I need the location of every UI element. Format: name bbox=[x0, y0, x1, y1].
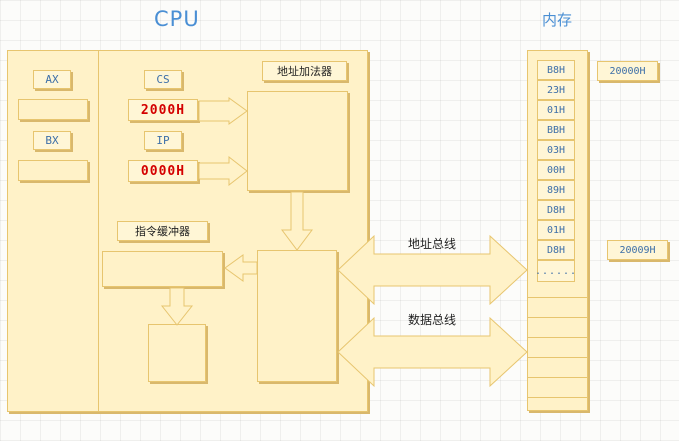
cpu-divider bbox=[98, 50, 99, 412]
cpu-title: CPU bbox=[154, 7, 200, 31]
data-bus-arrow bbox=[337, 316, 528, 388]
memory-cell-1: 23H bbox=[537, 80, 575, 100]
memory-cell-2: 01H bbox=[537, 100, 575, 120]
memory-end-address: 20009H bbox=[607, 240, 668, 260]
memory-cell-8: 01H bbox=[537, 220, 575, 240]
address-adder-label: 地址加法器 bbox=[262, 61, 347, 81]
address-adder bbox=[247, 91, 348, 191]
io-control bbox=[257, 250, 337, 382]
memory-cell-9: D8H bbox=[537, 240, 575, 260]
memory-cell-5: 00H bbox=[537, 160, 575, 180]
arrow-cs-to-adder bbox=[198, 97, 248, 125]
register-ax-value bbox=[18, 99, 88, 120]
arrow-ip-to-adder bbox=[198, 155, 248, 187]
memory-cells: B8H 23H 01H BBH 03H 00H 89H D8H 01H D8H … bbox=[535, 60, 576, 282]
memory-cell-0: B8H bbox=[537, 60, 575, 80]
memory-cell-4: 03H bbox=[537, 140, 575, 160]
arrow-adder-down bbox=[281, 191, 313, 251]
memory-ellipsis: ...... bbox=[535, 260, 576, 282]
cs-label: CS bbox=[144, 70, 182, 89]
memory-slot bbox=[528, 317, 587, 318]
ip-value: 0000H bbox=[128, 160, 198, 182]
memory-slot bbox=[528, 377, 587, 378]
memory-cell-6: 89H bbox=[537, 180, 575, 200]
memory-cell-7: D8H bbox=[537, 200, 575, 220]
cs-value: 2000H bbox=[128, 99, 198, 121]
address-bus-label: 地址总线 bbox=[408, 237, 457, 251]
execution-unit bbox=[148, 324, 206, 382]
memory-cell-3: BBH bbox=[537, 120, 575, 140]
memory-slot bbox=[528, 397, 587, 398]
memory-slot bbox=[528, 337, 587, 338]
memory-slot bbox=[528, 297, 587, 298]
memory-start-address: 20000H bbox=[597, 61, 658, 81]
instruction-buffer-label: 指令缓冲器 bbox=[117, 221, 208, 241]
arrow-io-to-buffer bbox=[224, 254, 258, 282]
register-bx-value bbox=[18, 160, 88, 181]
instruction-buffer bbox=[102, 251, 223, 287]
memory-slot bbox=[528, 357, 587, 358]
arrow-buffer-to-exec bbox=[160, 287, 194, 326]
register-bx-label: BX bbox=[33, 131, 71, 150]
memory-title: 内存 bbox=[542, 11, 573, 29]
ip-label: IP bbox=[144, 131, 182, 150]
register-ax-label: AX bbox=[33, 70, 71, 89]
data-bus-label: 数据总线 bbox=[408, 313, 457, 327]
